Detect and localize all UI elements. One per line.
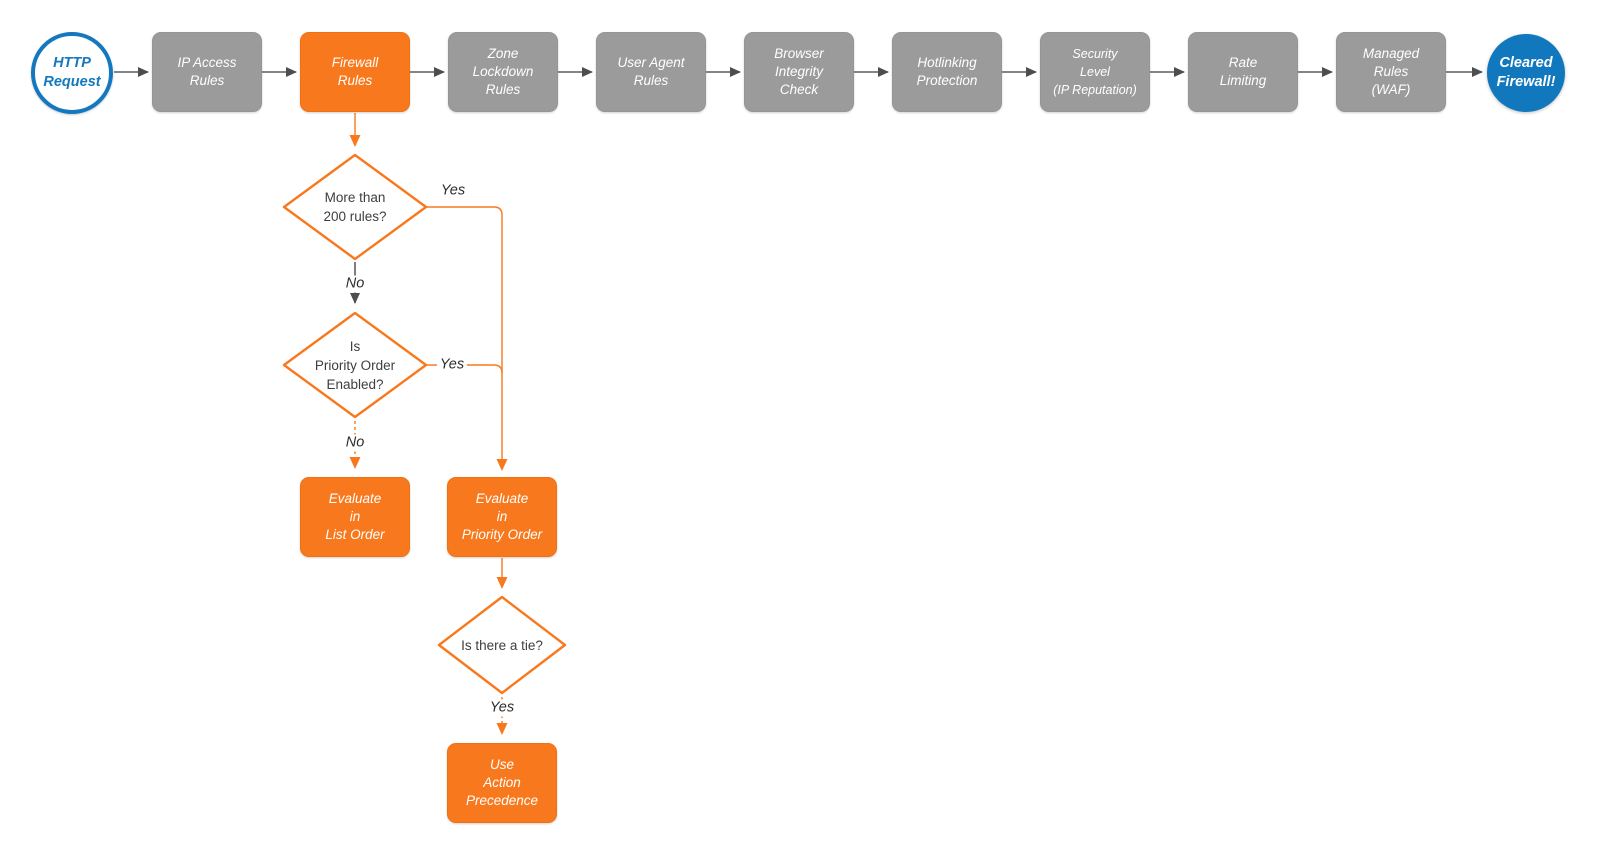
stage-label: Security Level (IP Reputation) xyxy=(1053,47,1137,97)
stage-rate-limiting: Rate Limiting xyxy=(1188,32,1298,112)
action-evaluate-in-list-order: Evaluate in List Order xyxy=(300,477,410,557)
stage-user-agent-rules: User Agent Rules xyxy=(596,32,706,112)
diamond-shape-icon xyxy=(282,153,428,261)
decision-more-than-200-rules: More than 200 rules? xyxy=(282,153,428,261)
decision-label: Is Priority Order Enabled? xyxy=(314,338,396,392)
edge-label-d2-yes: Yes xyxy=(436,356,468,374)
stage-ip-access-rules: IP Access Rules xyxy=(152,32,262,112)
stage-label: Browser Integrity Check xyxy=(774,46,824,97)
node-cleared-firewall-label: Cleared Firewall! xyxy=(1496,55,1556,90)
stage-label: Zone Lockdown Rules xyxy=(472,46,534,97)
node-http-request: HTTP Request xyxy=(31,32,113,114)
edge-label-d1-yes: Yes xyxy=(437,182,469,200)
action-evaluate-in-priority-order: Evaluate in Priority Order xyxy=(447,477,557,557)
edge-label-d1-no: No xyxy=(342,275,368,293)
diamond-shape-icon xyxy=(282,311,428,419)
stage-label: User Agent Rules xyxy=(617,55,685,88)
stage-label: Managed Rules (WAF) xyxy=(1362,46,1420,97)
stage-label: Firewall Rules xyxy=(331,55,379,88)
decision-is-there-a-tie: Is there a tie? xyxy=(437,595,567,695)
stage-firewall-rules: Firewall Rules xyxy=(300,32,410,112)
stage-managed-rules-waf: Managed Rules (WAF) xyxy=(1336,32,1446,112)
stage-label: IP Access Rules xyxy=(177,55,237,88)
stage-label: Hotlinking Protection xyxy=(916,55,978,88)
node-cleared-firewall: Cleared Firewall! xyxy=(1487,34,1565,112)
node-http-request-label: HTTP Request xyxy=(43,55,101,90)
action-use-action-precedence: Use Action Precedence xyxy=(447,743,557,823)
decision-label: More than 200 rules? xyxy=(323,190,387,224)
stage-zone-lockdown-rules: Zone Lockdown Rules xyxy=(448,32,558,112)
action-label: Evaluate in Priority Order xyxy=(461,491,543,542)
action-label: Evaluate in List Order xyxy=(325,491,385,542)
decision-label: Is there a tie? xyxy=(461,637,543,653)
stage-hotlinking-protection: Hotlinking Protection xyxy=(892,32,1002,112)
edge-label-d2-no: No xyxy=(342,434,368,452)
edge-label-d3-yes: Yes xyxy=(486,699,518,717)
action-label: Use Action Precedence xyxy=(465,757,539,808)
diamond-shape-icon xyxy=(437,595,567,695)
stage-security-level-ip-reputation: Security Level (IP Reputation) xyxy=(1040,32,1150,112)
decision-priority-order-enabled: Is Priority Order Enabled? xyxy=(282,311,428,419)
stage-browser-integrity-check: Browser Integrity Check xyxy=(744,32,854,112)
stage-label: Rate Limiting xyxy=(1219,55,1267,88)
